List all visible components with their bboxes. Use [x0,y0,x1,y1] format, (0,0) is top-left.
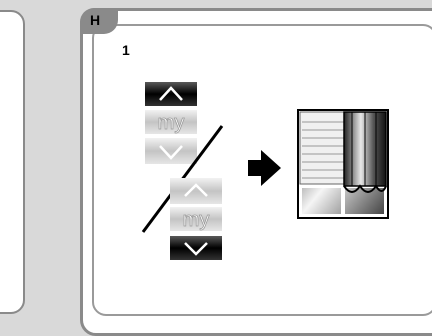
previous-panel-edge [0,10,25,314]
bottom-up-button [170,178,222,204]
instruction-inner-frame [92,24,432,316]
top-up-button [145,82,197,106]
top-my-label: my [158,112,185,134]
top-down-button [145,138,197,164]
bottom-my-button: my [170,207,222,231]
panel-tab-label: H [90,12,101,28]
step-number: 1 [122,42,130,58]
panel-tab [80,8,118,34]
bottom-down-button [170,236,222,260]
window-shutter-illustration [297,109,389,219]
right-arrow-icon [248,150,281,186]
bottom-my-label: my [183,209,210,231]
top-my-button: my [145,110,197,134]
